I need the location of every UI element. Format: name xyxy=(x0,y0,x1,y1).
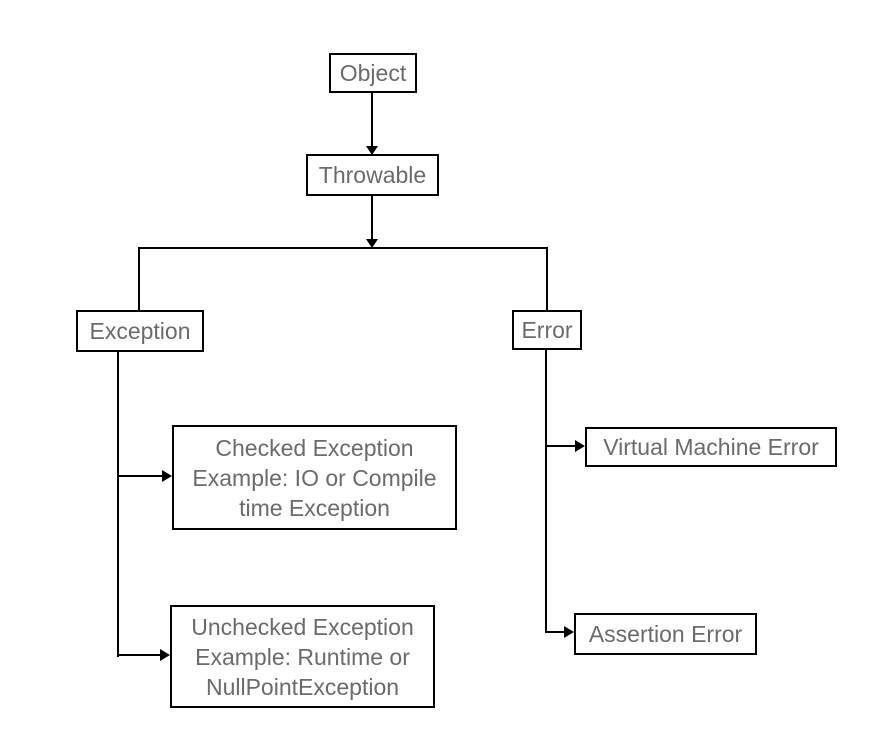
node-unchecked-exception-line3: NullPointException xyxy=(205,673,400,700)
node-checked-exception-line2: Example: IO or Compile xyxy=(192,464,437,491)
connector-error-assertion xyxy=(545,631,565,633)
node-virtual-machine-error-label: Virtual Machine Error xyxy=(603,434,819,460)
node-object-label: Object xyxy=(339,60,407,86)
node-exception: Exception xyxy=(76,310,204,352)
arrowhead-right-checked-icon xyxy=(162,470,172,482)
node-unchecked-exception-line1: Unchecked Exception xyxy=(191,613,414,640)
node-assertion-error: Assertion Error xyxy=(574,613,757,655)
arrowhead-down-split-icon xyxy=(366,239,378,248)
arrowhead-down-throwable-icon xyxy=(366,146,378,155)
connector-exception-stem xyxy=(117,351,119,657)
node-throwable-label: Throwable xyxy=(318,162,427,188)
node-error-label: Error xyxy=(521,317,573,343)
connector-error-vmerror xyxy=(545,445,576,447)
connector-split-to-error xyxy=(546,247,548,310)
node-object: Object xyxy=(329,53,417,93)
node-throwable: Throwable xyxy=(306,154,439,196)
node-assertion-error-label: Assertion Error xyxy=(588,621,743,647)
arrowhead-right-assertion-icon xyxy=(564,626,574,638)
node-unchecked-exception-line2: Example: Runtime or xyxy=(195,643,410,670)
node-virtual-machine-error: Virtual Machine Error xyxy=(585,427,837,467)
node-checked-exception-line1: Checked Exception xyxy=(215,434,414,461)
connector-exception-unchecked xyxy=(117,654,161,656)
node-checked-exception-line3: time Exception xyxy=(239,494,390,521)
node-error: Error xyxy=(512,310,582,350)
node-checked-exception: Checked Exception Example: IO or Compile… xyxy=(172,425,457,530)
node-unchecked-exception: Unchecked Exception Example: Runtime or … xyxy=(170,605,435,708)
connector-split-to-exception xyxy=(138,247,140,311)
connector-error-stem xyxy=(545,350,547,633)
arrowhead-right-vmerror-icon xyxy=(575,440,585,452)
arrowhead-right-unchecked-icon xyxy=(160,649,170,661)
connector-split-horizontal xyxy=(138,247,548,249)
connector-object-throwable xyxy=(371,93,373,146)
connector-exception-checked xyxy=(117,475,163,477)
node-exception-label: Exception xyxy=(89,318,191,344)
connector-throwable-split xyxy=(371,196,373,240)
